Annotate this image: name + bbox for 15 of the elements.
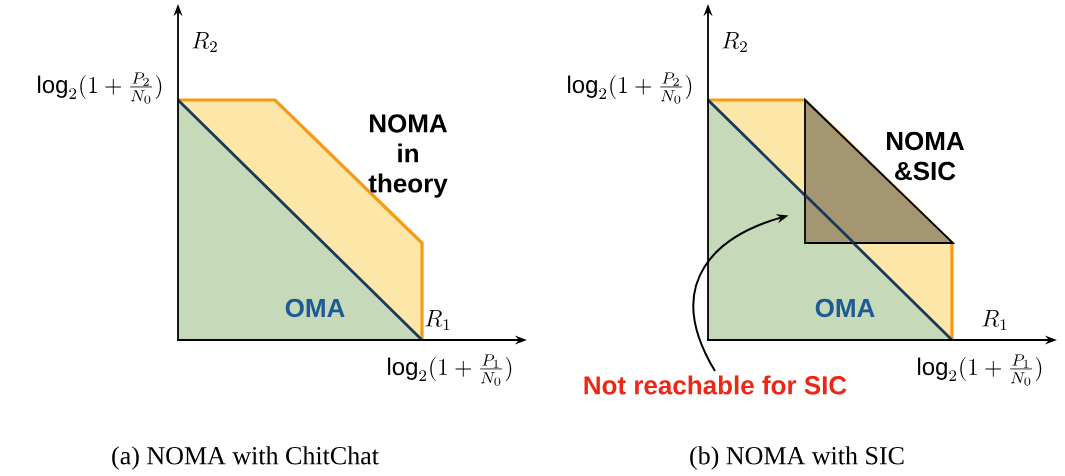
caption: (a) NOMA with ChitChat (112, 446, 379, 470)
region-label: NOMA in theory (368, 114, 448, 198)
axis-label: $R_1$ (982, 310, 1007, 330)
axis-label: $\log_2(1+\frac{P_1}{N_0})$ (918, 354, 1042, 386)
axis-label: $\log_2(1+\frac{P_2}{N_0})$ (38, 72, 162, 104)
axis-label: $\log_2(1+\frac{P_2}{N_0})$ (568, 72, 692, 104)
axis-label: $R_2$ (722, 32, 747, 52)
region-label: OMA (285, 298, 345, 318)
region-label: NOMA &SIC (887, 131, 965, 181)
annotation-text: Not reachable for SIC (584, 375, 847, 395)
region-label: OMA (815, 298, 875, 318)
axis-label: $R_1$ (425, 310, 450, 330)
caption: (b) NOMA with SIC (690, 446, 904, 470)
axis-label: $\log_2(1+\frac{P_1}{N_0})$ (388, 354, 512, 386)
axis-label: $R_2$ (192, 32, 217, 52)
